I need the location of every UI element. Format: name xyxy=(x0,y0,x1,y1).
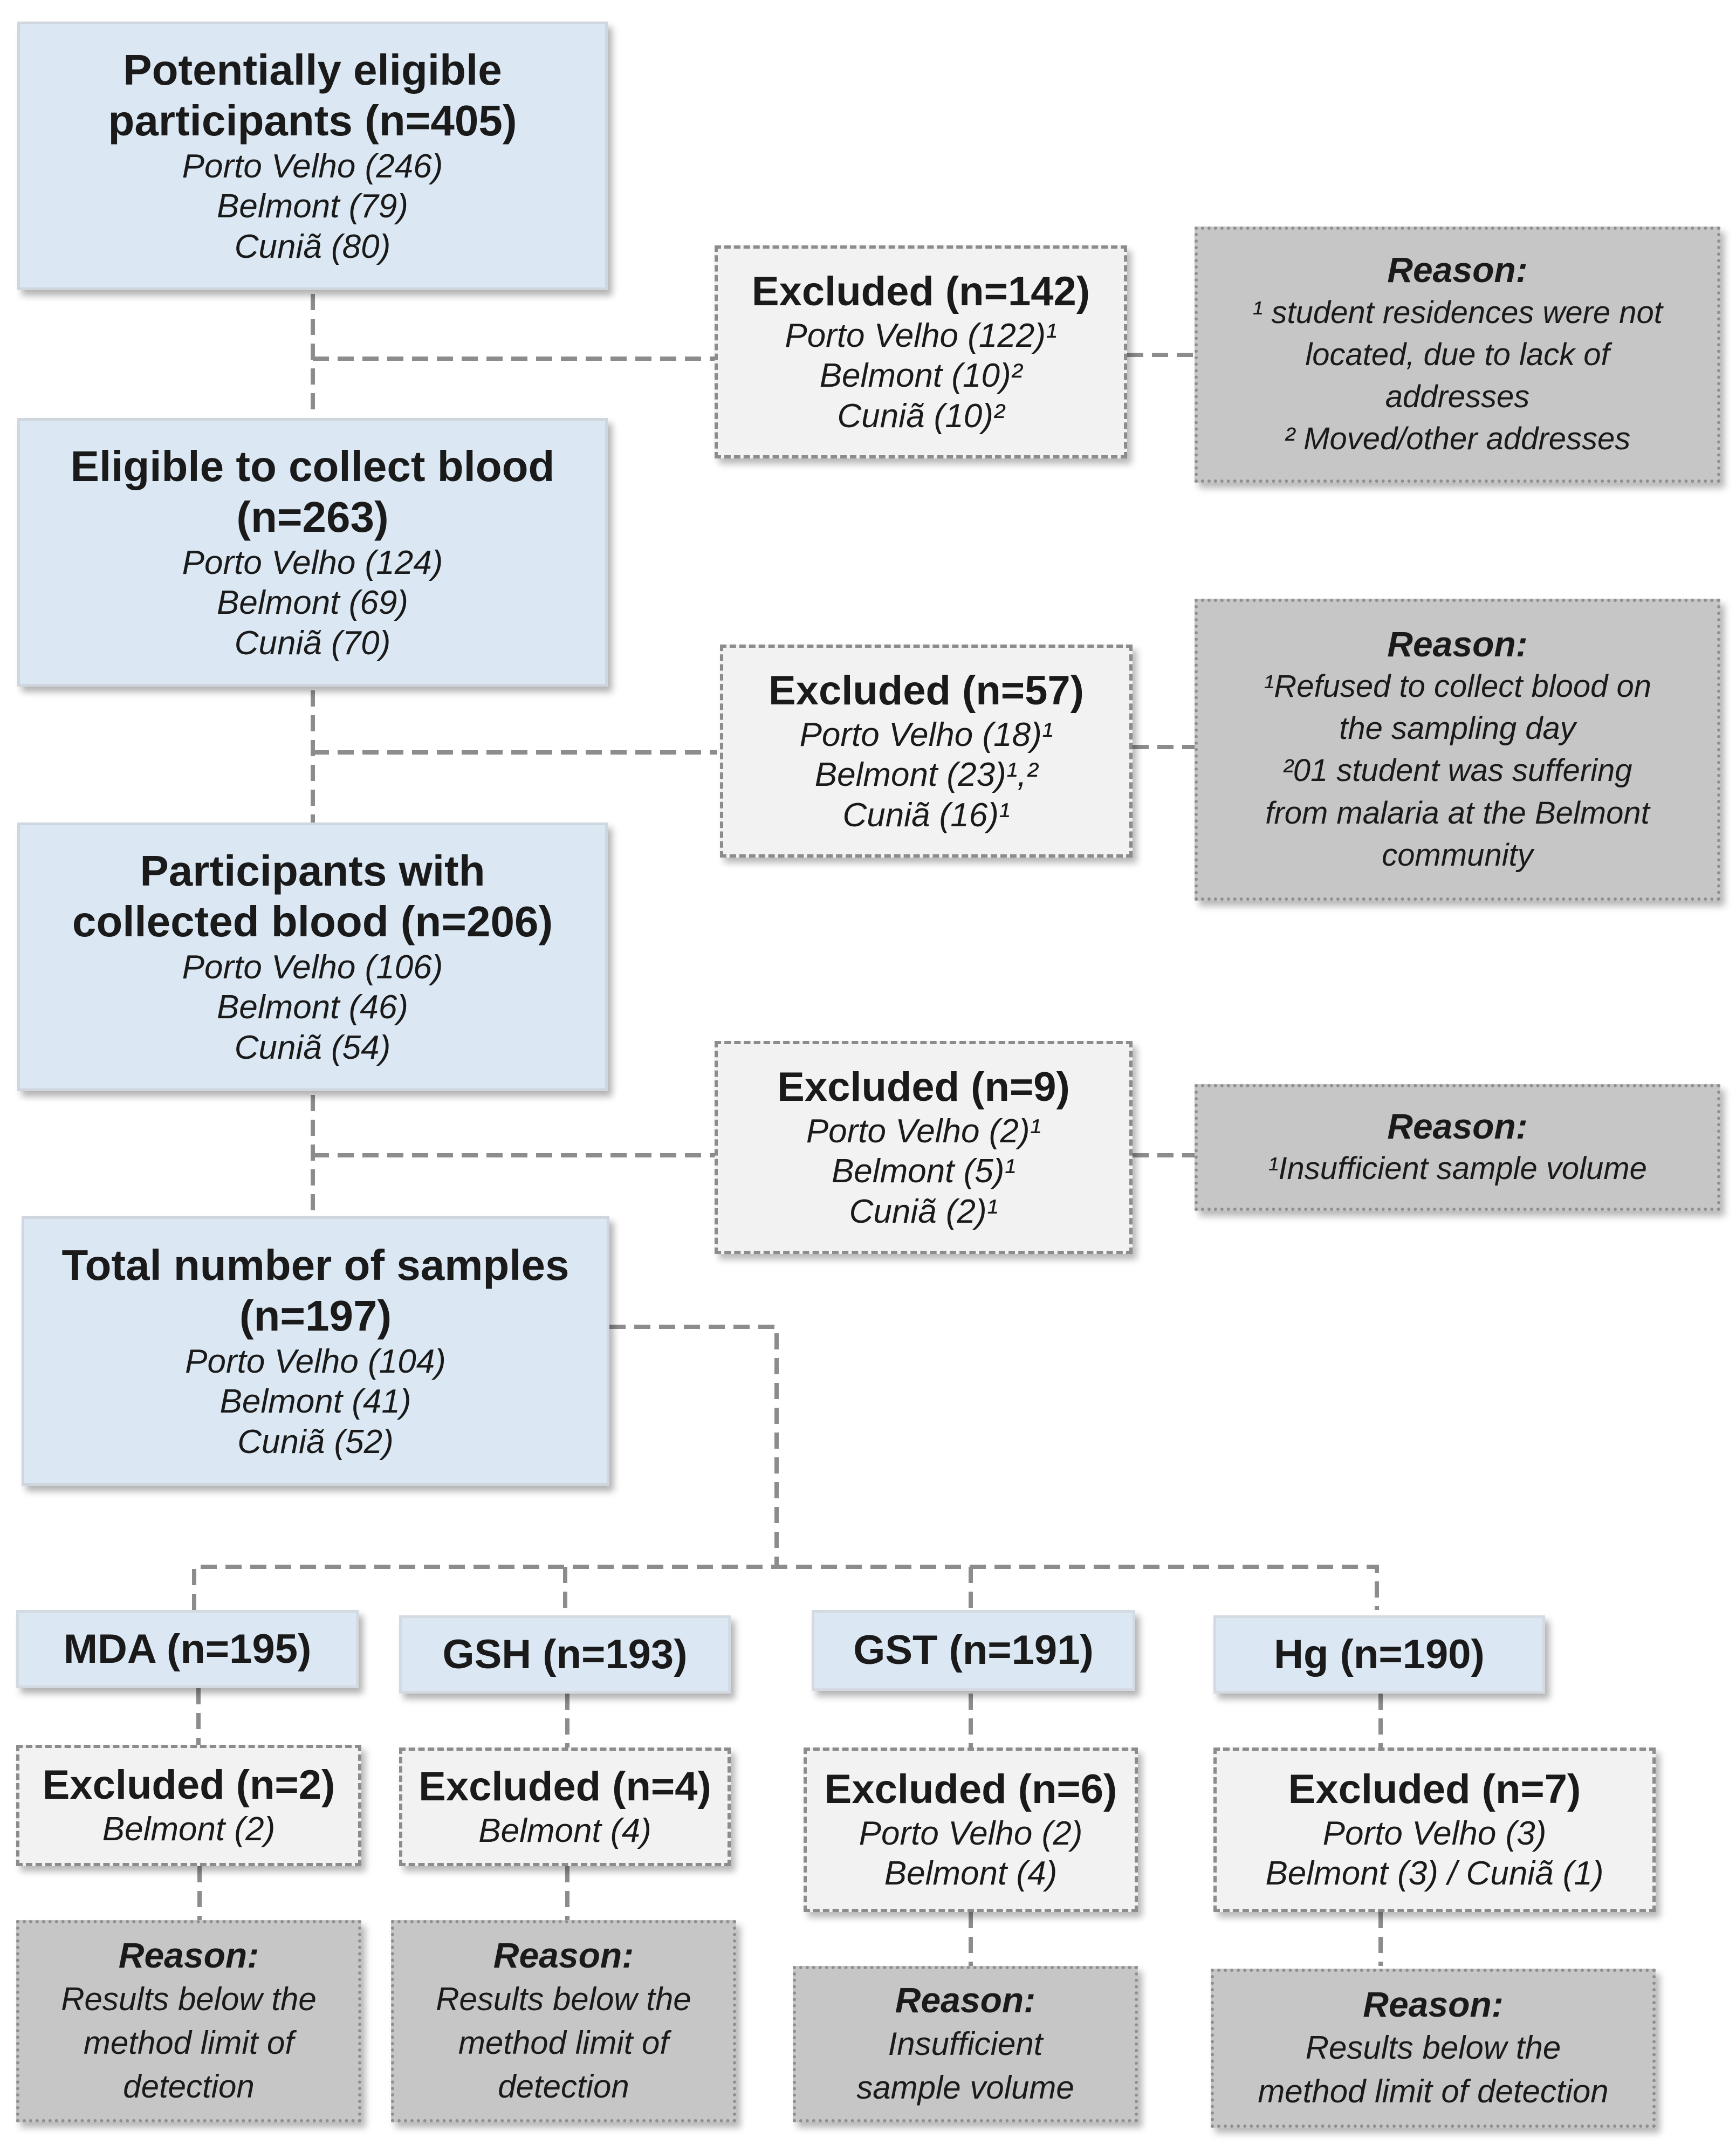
main-box-title: Total number of samples xyxy=(61,1241,569,1290)
reason-box-line: ² Moved/other addresses xyxy=(1284,421,1631,457)
excluded-box-title: Excluded (n=7) xyxy=(1288,1766,1581,1813)
main-box-title: participants (n=405) xyxy=(108,97,517,145)
reason-box-line: method limit of xyxy=(458,2024,669,2061)
main-box-item: Cuniã (52) xyxy=(237,1423,394,1461)
excluded-box-item: Belmont (3) / Cuniã (1) xyxy=(1265,1855,1604,1893)
assay-label: GST (n=191) xyxy=(853,1627,1094,1674)
main-box-item: Belmont (69) xyxy=(217,584,408,622)
reason-box-line: Insufficient xyxy=(888,2025,1043,2062)
assay-label: GSH (n=193) xyxy=(442,1631,688,1677)
reason-box-title: Reason: xyxy=(895,1980,1036,2020)
excluded-box-title: Excluded (n=4) xyxy=(418,1763,711,1810)
reason-box-line: located, due to lack of xyxy=(1305,337,1610,372)
excluded-box-item: Porto Velho (2)¹ xyxy=(806,1112,1041,1150)
reason-box-title: Reason: xyxy=(1387,250,1528,290)
assay-box-hg: Hg (n=190) xyxy=(1213,1615,1545,1694)
reason-box-line: Results below the xyxy=(436,1980,691,2017)
reason-box-line: ¹Refused to collect blood on xyxy=(1264,668,1651,704)
reason-box-title: Reason: xyxy=(493,1935,634,1976)
reason-box-line: Results below the xyxy=(61,1980,317,2017)
reason-box-line: ¹ student residences were not xyxy=(1252,294,1663,330)
excluded-box-hg: Excluded (n=7) Porto Velho (3) Belmont (… xyxy=(1213,1747,1656,1912)
reason-box-title: Reason: xyxy=(1363,1984,1504,2024)
connector-total-to-assays xyxy=(609,1325,779,1567)
assay-box-gsh: GSH (n=193) xyxy=(399,1615,731,1694)
excluded-box-gst: Excluded (n=6) Porto Velho (2) Belmont (… xyxy=(804,1747,1138,1912)
excluded-box-title: Excluded (n=2) xyxy=(42,1762,335,1808)
main-box-eligible-blood: Eligible to collect blood (n=263) Porto … xyxy=(17,418,608,687)
reason-box-gsh: Reason: Results below the method limit o… xyxy=(391,1920,736,2122)
main-box-item: Cuniã (70) xyxy=(234,624,391,662)
excluded-box-1: Excluded (n=142) Porto Velho (122)¹ Belm… xyxy=(715,245,1127,458)
reason-box-line: ¹Insufficient sample volume xyxy=(1268,1150,1647,1186)
main-box-title: collected blood (n=206) xyxy=(72,897,553,946)
assay-label: MDA (n=195) xyxy=(63,1626,312,1672)
main-box-title: Participants with xyxy=(140,847,485,895)
reason-box-line: ²01 student was suffering xyxy=(1282,753,1632,789)
main-box-item: Belmont (46) xyxy=(217,989,408,1026)
excluded-box-title: Excluded (n=142) xyxy=(751,269,1090,315)
reason-box-1: Reason: ¹ student residences were not lo… xyxy=(1195,227,1720,483)
excluded-box-2: Excluded (n=57) Porto Velho (18)¹ Belmon… xyxy=(720,645,1133,858)
main-box-item: Cuniã (80) xyxy=(234,228,391,265)
reason-box-line: addresses xyxy=(1385,379,1530,415)
excluded-box-mda: Excluded (n=2) Belmont (2) xyxy=(16,1745,361,1866)
assay-label: Hg (n=190) xyxy=(1274,1631,1485,1677)
reason-box-hg: Reason: Results below the method limit o… xyxy=(1211,1969,1656,2128)
main-box-item: Belmont (79) xyxy=(217,188,408,225)
excluded-box-item: Cuniã (10)² xyxy=(837,397,1005,435)
main-box-item: Porto Velho (246) xyxy=(182,147,443,185)
excluded-box-item: Porto Velho (122)¹ xyxy=(785,317,1057,354)
excluded-box-item: Belmont (2) xyxy=(102,1811,276,1848)
excluded-box-3: Excluded (n=9) Porto Velho (2)¹ Belmont … xyxy=(715,1041,1133,1254)
reason-box-line: the sampling day xyxy=(1339,711,1576,746)
excluded-box-title: Excluded (n=57) xyxy=(768,668,1084,714)
reason-box-title: Reason: xyxy=(1387,1106,1528,1146)
reason-box-line: method limit of detection xyxy=(1258,2073,1609,2110)
excluded-box-gsh: Excluded (n=4) Belmont (4) xyxy=(399,1747,731,1866)
assay-box-mda: MDA (n=195) xyxy=(16,1610,359,1688)
main-box-collected-blood: Participants with collected blood (n=206… xyxy=(17,823,608,1091)
excluded-box-item: Belmont (10)² xyxy=(819,357,1023,395)
excluded-box-item: Belmont (4) xyxy=(478,1812,651,1849)
main-box-item: Cuniã (54) xyxy=(234,1029,391,1066)
reason-box-line: from malaria at the Belmont xyxy=(1265,795,1650,831)
assay-box-gst: GST (n=191) xyxy=(812,1610,1135,1691)
excluded-box-title: Excluded (n=9) xyxy=(777,1064,1070,1111)
reason-box-line: detection xyxy=(123,2068,255,2105)
main-box-title: (n=197) xyxy=(239,1292,392,1340)
excluded-box-item: Belmont (5)¹ xyxy=(831,1153,1016,1190)
reason-box-line: method limit of xyxy=(83,2024,294,2061)
main-box-title: Potentially eligible xyxy=(123,46,502,94)
excluded-box-item: Belmont (4) xyxy=(884,1855,1058,1893)
excluded-box-item: Belmont (23)¹,² xyxy=(814,756,1038,794)
reason-box-line: Results below the xyxy=(1305,2030,1561,2066)
reason-box-title: Reason: xyxy=(1387,623,1528,664)
excluded-box-item: Porto Velho (2) xyxy=(859,1814,1083,1852)
main-box-item: Porto Velho (104) xyxy=(185,1342,446,1380)
excluded-box-item: Porto Velho (18)¹ xyxy=(799,716,1053,753)
excluded-box-title: Excluded (n=6) xyxy=(824,1766,1117,1813)
main-box-item: Porto Velho (124) xyxy=(182,544,443,581)
reason-box-line: community xyxy=(1382,838,1533,873)
reason-box-gst: Reason: Insufficient sample volume xyxy=(793,1966,1138,2122)
reason-box-line: detection xyxy=(498,2068,629,2105)
main-box-total-samples: Total number of samples (n=197) Porto Ve… xyxy=(22,1216,609,1486)
main-box-title: (n=263) xyxy=(236,493,389,542)
main-box-item: Belmont (41) xyxy=(219,1383,411,1421)
main-box-item: Porto Velho (106) xyxy=(182,948,443,986)
excluded-box-item: Cuniã (2)¹ xyxy=(849,1193,998,1230)
main-box-potentially-eligible: Potentially eligible participants (n=405… xyxy=(17,22,608,290)
reason-box-3: Reason: ¹Insufficient sample volume xyxy=(1195,1084,1720,1211)
reason-box-2: Reason: ¹Refused to collect blood on the… xyxy=(1195,599,1720,901)
reason-box-title: Reason: xyxy=(118,1935,259,1976)
reason-box-mda: Reason: Results below the method limit o… xyxy=(16,1920,361,2122)
main-box-title: Eligible to collect blood xyxy=(70,442,555,491)
connector-assay-bar xyxy=(192,1565,1379,1610)
reason-box-line: sample volume xyxy=(856,2069,1074,2106)
excluded-box-item: Porto Velho (3) xyxy=(1322,1814,1547,1852)
excluded-box-item: Cuniã (16)¹ xyxy=(842,796,1010,834)
